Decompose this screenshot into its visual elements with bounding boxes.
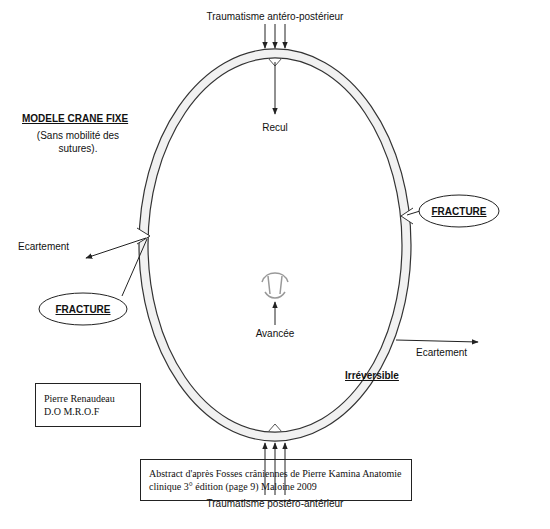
model-note: (Sans mobilité des sutures). bbox=[28, 129, 128, 155]
fracture-callout: FRACTURE bbox=[418, 194, 500, 228]
occipital-notch bbox=[268, 424, 282, 432]
left-fracture-crack bbox=[137, 228, 150, 244]
fracture-callout: FRACTURE bbox=[38, 292, 128, 326]
ecartement-arrow bbox=[86, 238, 146, 258]
source-box: Abstract d'après Fosses crâniennes de Pi… bbox=[140, 459, 412, 501]
leader-line bbox=[122, 239, 147, 296]
impact-label: Traumatisme antéro-postérieur bbox=[175, 10, 375, 23]
box-text: Pierre Renaudeau D.O M.R.O.F bbox=[44, 392, 132, 418]
ellipse-shape bbox=[39, 293, 127, 325]
model-title: MODELE CRANE FIXE bbox=[22, 112, 152, 125]
avancee-arrow bbox=[275, 302, 276, 325]
motion-label: Ecartement bbox=[18, 240, 98, 253]
impact-arrow bbox=[285, 24, 286, 48]
impact-label: Traumatisme postéro-antérieur bbox=[165, 497, 385, 510]
ellipse-shape bbox=[419, 195, 499, 227]
box-text: Abstract d'après Fosses crâniennes de Pi… bbox=[149, 467, 403, 493]
callout-text: FRACTURE bbox=[56, 303, 111, 316]
motion-label: Ecartement bbox=[416, 346, 496, 359]
right-fracture-crack bbox=[401, 208, 413, 224]
leader-line bbox=[407, 211, 420, 215]
impact-arrow bbox=[275, 24, 276, 48]
impact-arrow bbox=[265, 24, 266, 48]
recul-arrow bbox=[275, 62, 276, 114]
sella-turcica bbox=[262, 273, 288, 298]
motion-label: Avancée bbox=[240, 327, 310, 340]
status-label: Irréversible bbox=[345, 369, 435, 382]
callout-text: FRACTURE bbox=[432, 205, 487, 218]
skull-bone bbox=[139, 49, 411, 441]
ecartement-arrow bbox=[396, 340, 478, 342]
author-box: Pierre Renaudeau D.O M.R.O.F bbox=[35, 383, 141, 427]
motion-label: Recul bbox=[250, 121, 300, 134]
